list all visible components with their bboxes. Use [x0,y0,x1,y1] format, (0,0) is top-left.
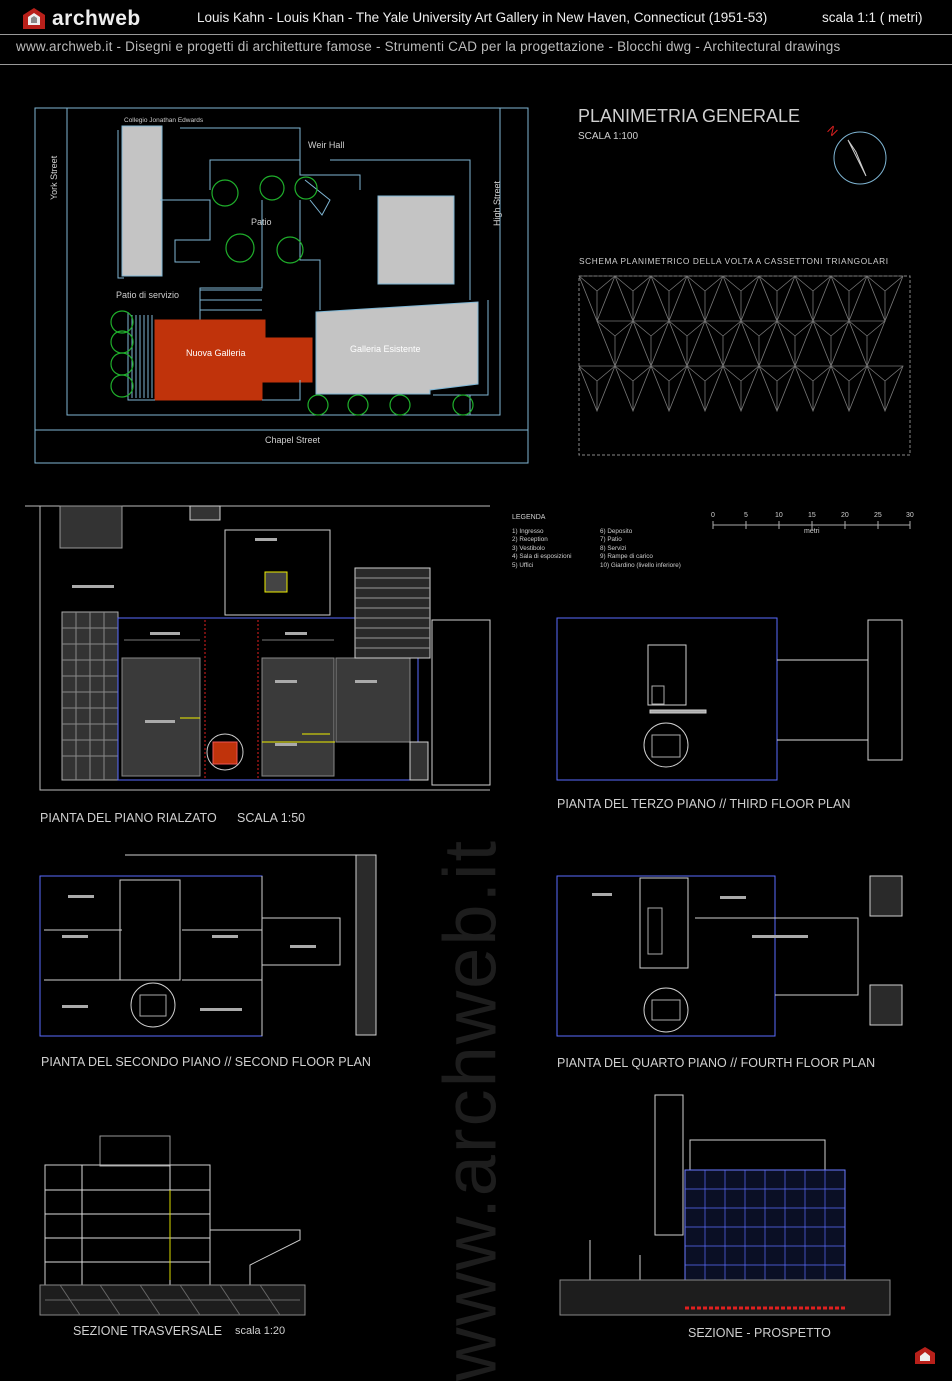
north-arrow-icon [833,131,887,185]
fourth-floor-plan [556,875,903,1037]
scale-tick: 25 [874,512,882,519]
scale-tick: 0 [711,512,715,519]
third-floor-plan [556,617,903,781]
second-floor-plan [39,854,377,1037]
second-plan-title: PIANTA DEL SECONDO PIANO // SECOND FLOOR… [41,1055,371,1069]
section-scale: scala 1:20 [235,1325,286,1337]
archweb-logo-icon [23,8,45,29]
legend-item: 1) Ingresso [512,528,544,535]
scale-unit: metri [804,528,820,535]
label-york-street: York Street [49,155,59,200]
ground-plan-title: PIANTA DEL PIANO RIALZATO [40,811,217,825]
ground-plan-scale: SCALA 1:50 [237,811,306,825]
site-tagline[interactable]: www.archweb.it - Disegni e progetti di a… [16,39,841,54]
legend-column-right: 6) Deposito 7) Patio 8) Servizi 9) Rampe… [600,528,681,570]
ground-floor-plan [25,505,491,791]
ground-plan-room-marks [72,538,377,746]
vault-pattern-drawing [578,275,911,456]
legend-item: 7) Patio [600,536,622,544]
site-plan-scale: SCALA 1:100 [578,131,639,142]
label-patio: Patio [251,217,272,227]
scale-tick: 20 [841,512,849,519]
legend-item: 9) Rampe di carico [600,553,653,561]
brand-logo[interactable]: archweb [22,6,141,32]
drawing-title: Louis Kahn - Louis Khan - The Yale Unive… [197,10,768,25]
scale-tick: 15 [808,512,816,519]
scale-tick: 10 [775,512,783,519]
label-collegio: Collegio Jonathan Edwards [124,117,204,124]
site-plan-drawing [34,107,529,464]
label-patio-servizio: Patio di servizio [116,290,180,300]
label-galleria-esistente: Galleria Esistente [350,344,421,354]
fourth-plan-room-marks [592,893,808,938]
legend-item: 6) Deposito [600,528,633,535]
transverse-section-drawing [39,1135,306,1316]
site-trees [110,175,474,416]
legend-item: 5) Uffici [512,561,534,569]
vault-schema-title: SCHEMA PLANIMETRICO DELLA VOLTA A CASSET… [579,256,889,266]
fourth-plan-title: PIANTA DEL QUARTO PIANO // FOURTH FLOOR … [557,1056,876,1070]
legend-title: LEGENDA [512,514,546,521]
legend-item: 8) Servizi [600,544,627,552]
header-divider [0,34,952,35]
label-chapel-street: Chapel Street [265,435,321,445]
scale-tick: 30 [906,512,914,519]
legend-column-left: 1) Ingresso 2) Reception 3) Vestibolo 4)… [512,528,572,570]
label-nuova-galleria: Nuova Galleria [186,348,246,358]
footer-logo-icon [915,1347,935,1364]
drawing-scale: scala 1:1 ( metri) [822,10,923,25]
legend-item: 4) Sala di esposizioni [512,553,572,561]
elevation-drawing [559,1094,891,1316]
header-divider [0,64,952,65]
scale-bar [712,521,911,529]
second-plan-room-marks [62,895,316,1011]
legend-item: 2) Reception [512,536,548,544]
third-plan-title: PIANTA DEL TERZO PIANO // THIRD FLOOR PL… [557,797,851,811]
label-high-street: High Street [492,180,502,226]
section-title: SEZIONE TRASVERSALE [73,1324,223,1338]
label-weir-hall: Weir Hall [308,140,345,150]
page-header: archweb Louis Kahn - Louis Khan - The Ya… [0,0,952,64]
brand-name: archweb [52,7,141,30]
legend-item: 3) Vestibolo [512,544,545,552]
elevation-title: SEZIONE - PROSPETTO [688,1326,831,1340]
scale-tick: 5 [744,512,748,519]
site-plan-heading: PLANIMETRIA GENERALE [578,106,801,126]
legend-item: 10) Giardino (livello inferiore) [600,561,681,569]
